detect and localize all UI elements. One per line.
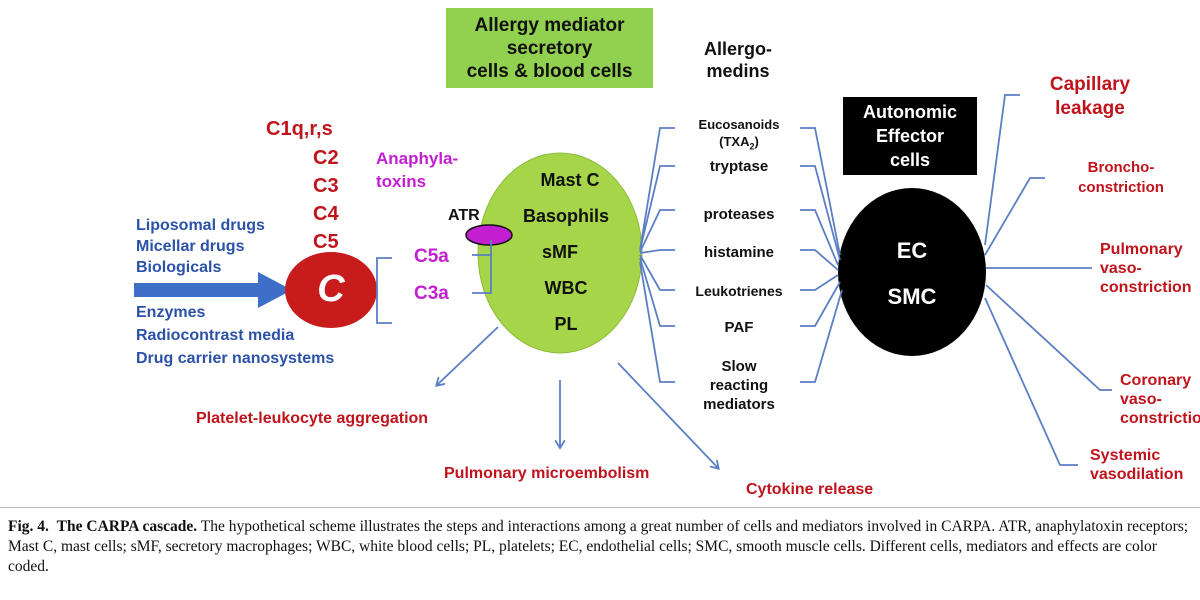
- complement-node-label: C: [317, 268, 345, 310]
- effector-to-effects-fan: [984, 94, 1112, 466]
- cell-mast-c: Mast C: [540, 170, 600, 190]
- effector-ec: EC: [896, 238, 928, 263]
- trigger-enzymes: Enzymes: [136, 304, 206, 321]
- cytokine-arrow: [617, 362, 718, 468]
- txa-prefix: (TXA: [719, 134, 750, 149]
- side-effect-cytokine-release: Cytokine release: [746, 481, 874, 498]
- atr-label: ATR: [448, 207, 480, 224]
- c-to-anaphylatoxin-bracket: [376, 257, 392, 297]
- c-to-c3a-line: [376, 290, 392, 324]
- complement-c3: C3: [313, 175, 339, 197]
- complement-c4: C4: [313, 203, 339, 225]
- platelet-arrow: [437, 326, 499, 385]
- effect-capillary-leakage: Capillary leakage: [1049, 74, 1131, 119]
- mediator-proteases: proteases: [703, 206, 775, 223]
- mediator-txa2: (TXA2): [678, 134, 800, 152]
- complement-c1qrs: C1q,r,s: [266, 118, 333, 140]
- cell-basophils: Basophils: [522, 206, 610, 226]
- mediators-to-effector-fan: [800, 127, 843, 383]
- connector-layer: [134, 94, 1112, 510]
- txa-subscript: 2: [749, 141, 755, 152]
- cell-pl: PL: [554, 314, 578, 334]
- mediator-slow-reacting: Slow reacting mediators: [703, 358, 775, 413]
- c5a-label: C5a: [414, 246, 449, 267]
- carpa-diagram: Allergy mediator secretory cells & blood…: [134, 8, 1200, 510]
- trigger-nanosystems: Drug carrier nanosystems: [136, 350, 335, 367]
- trigger-liposomal: Liposomal drugs: [136, 217, 265, 234]
- complement-c2: C2: [313, 147, 339, 169]
- txa-suffix: ): [754, 134, 759, 149]
- trigger-micellar: Micellar drugs: [136, 238, 245, 255]
- complement-node-ellipse: [285, 252, 377, 328]
- effect-coronary-vasoconstriction: Coronary vaso- constriction: [1120, 372, 1200, 427]
- effector-smc: SMC: [887, 284, 937, 309]
- cells-to-mediators-fan: [639, 127, 675, 383]
- anaphylatoxins-label: Anaphyla- toxins: [376, 149, 459, 191]
- allergomedins-label: Allergo- medins: [703, 39, 772, 81]
- effector-cells-ellipse: [838, 188, 986, 356]
- mediator-leukotrienes: Leukotrienes: [695, 283, 783, 299]
- effect-systemic-vasodilation: Systemic vasodilation: [1090, 447, 1184, 483]
- effector-cells-box: Autonomic Effector cells: [843, 97, 977, 175]
- mediator-cells-box-label: Allergy mediator secretory cells & blood…: [466, 14, 633, 82]
- effect-pulmonary-vasoconstriction: Pulmonary vaso- constriction: [1100, 241, 1192, 296]
- caption-title: The CARPA cascade.: [56, 518, 198, 535]
- cell-wbc: WBC: [544, 278, 588, 298]
- mediator-tryptase: tryptase: [709, 158, 769, 175]
- side-effect-platelet-aggregation: Platelet-leukocyte aggregation: [196, 410, 429, 427]
- effect-bronchoconstriction: Broncho- constriction: [1078, 159, 1164, 196]
- complement-c5: C5: [313, 231, 339, 253]
- effector-cells-box-label: Autonomic Effector cells: [863, 102, 957, 170]
- mediator-cells-box: Allergy mediator secretory cells & blood…: [446, 8, 653, 88]
- mediator-paf: PAF: [724, 319, 754, 336]
- figure-caption: Fig. 4. The CARPA cascade. The hypotheti…: [8, 517, 1198, 577]
- caption-divider: [0, 507, 1200, 508]
- c3a-label: C3a: [414, 283, 449, 304]
- caption-text: The hypothetical scheme illustrates the …: [8, 518, 1189, 575]
- side-effect-pulmonary-microembolism: Pulmonary microembolism: [444, 465, 650, 482]
- trigger-arrow: [134, 272, 292, 308]
- mediator-eucosanoids: Eucosanoids: [698, 117, 780, 132]
- atr-receptor-shape: [465, 224, 513, 246]
- trigger-biologicals: Biologicals: [136, 259, 222, 276]
- mediator-histamine: histamine: [703, 244, 775, 261]
- trigger-radiocontrast: Radiocontrast media: [136, 327, 295, 344]
- c3a-to-cells-line: [472, 255, 492, 294]
- caption-label: Fig. 4.: [8, 518, 49, 535]
- cell-smf: sMF: [542, 242, 578, 262]
